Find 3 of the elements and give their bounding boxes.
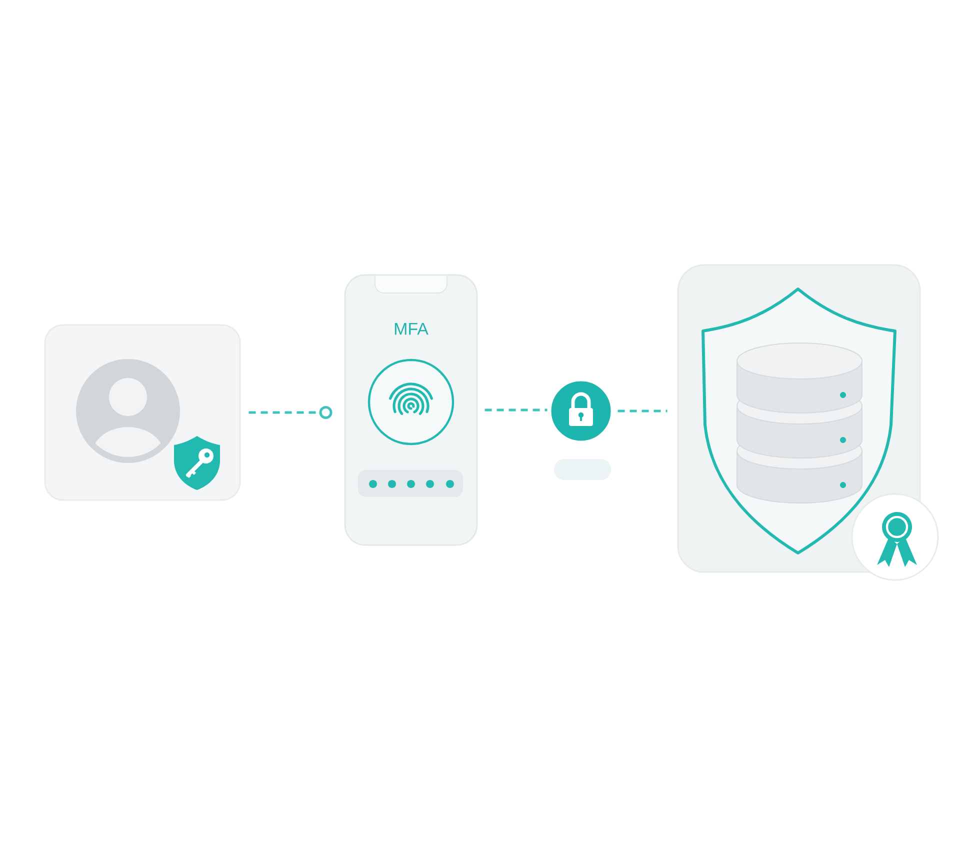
dashed-connector [484, 408, 548, 412]
dashed-connector [618, 410, 668, 412]
dashed-connector [248, 406, 332, 419]
